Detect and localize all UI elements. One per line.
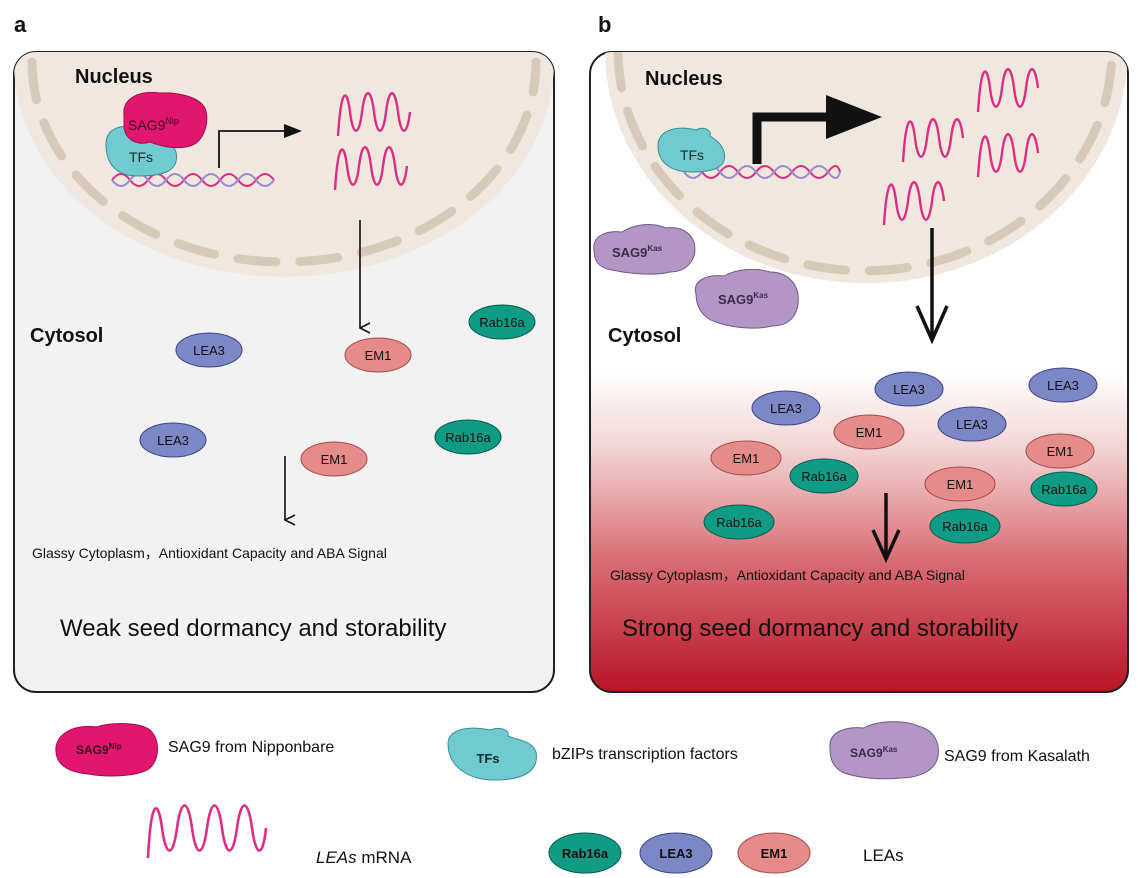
effect-arrow-strong <box>871 493 901 564</box>
lea3-protein: LEA3 <box>751 390 821 426</box>
svg-text:LEA3: LEA3 <box>893 382 925 397</box>
mrna-icon <box>146 804 268 859</box>
sag9-nip-label: SAG9Nip <box>128 116 179 133</box>
panel-b-cytosol-label: Cytosol <box>608 325 681 347</box>
svg-text:EM1: EM1 <box>856 425 883 440</box>
tfs-icon <box>447 727 537 781</box>
legend-mrna-label: LEAs mRNA <box>316 848 412 867</box>
transcription-arrow-strong <box>752 112 830 164</box>
legend-leas-label: LEAs <box>863 846 904 865</box>
svg-text:LEA3: LEA3 <box>956 417 988 432</box>
em1-icon: EM1 <box>737 832 811 874</box>
svg-text:LEA3: LEA3 <box>193 343 225 358</box>
mrna-icon <box>901 118 965 163</box>
em1-protein: EM1 <box>344 337 412 373</box>
em1-protein: EM1 <box>710 440 782 476</box>
svg-text:EM1: EM1 <box>947 477 974 492</box>
svg-text:EM1: EM1 <box>321 452 348 467</box>
rab16a-protein: Rab16a <box>789 458 859 494</box>
rab16a-icon: Rab16a <box>548 832 622 874</box>
sag9-kas-icon <box>829 721 939 780</box>
em1-protein: EM1 <box>924 466 996 502</box>
tfs-protein-icon: TFs <box>657 127 726 173</box>
lea3-protein: LEA3 <box>1028 367 1098 403</box>
legend-sag9-nip: SAG9Nip SAG9 from Nipponbare <box>55 723 334 777</box>
lea3-protein: LEA3 <box>139 422 207 458</box>
legend-tfs-label: bZIPs transcription factors <box>552 746 738 763</box>
legend-leas: Rab16a LEA3 EM1 LEAs <box>548 832 904 874</box>
svg-text:Rab16a: Rab16a <box>716 515 762 530</box>
legend-tfs: TFs bZIPs transcription factors <box>447 727 738 781</box>
rab16a-protein: Rab16a <box>929 508 1001 544</box>
mrna-icon <box>976 133 1040 178</box>
svg-text:LEA3: LEA3 <box>770 401 802 416</box>
em1-protein: EM1 <box>833 414 905 450</box>
panel-a-cytosol-label: Cytosol <box>30 325 103 347</box>
panel-b-nucleus-label: Nucleus <box>645 68 723 90</box>
svg-text:Rab16a: Rab16a <box>942 519 988 534</box>
panel-a: a Nucleus Cytosol TFs SAG9Nip <box>13 12 555 693</box>
sag9-kas-label: SAG9Kas <box>612 244 663 260</box>
legend-sag9-kas-label: SAG9 from Kasalath <box>944 748 1090 765</box>
em1-protein: EM1 <box>1025 433 1095 469</box>
lea3-protein: LEA3 <box>175 332 243 368</box>
lea3-protein: LEA3 <box>937 406 1007 442</box>
mrna-icon <box>336 92 412 137</box>
svg-text:EM1: EM1 <box>761 846 788 861</box>
rab16a-protein: Rab16a <box>1030 471 1098 507</box>
svg-text:SAG9Kas: SAG9Kas <box>850 745 898 760</box>
svg-text:SAG9Nip: SAG9Nip <box>76 742 122 757</box>
panel-b-process-text: Glassy Cytoplasm，Antioxidant Capacity an… <box>610 567 965 583</box>
panel-a-process-text: Glassy Cytoplasm，Antioxidant Capacity an… <box>32 545 387 561</box>
legend-mrna: LEAs mRNA <box>146 804 412 867</box>
sag9-kas-label: SAG9Kas <box>718 291 769 307</box>
panel-a-nucleus-label: Nucleus <box>75 66 153 88</box>
mrna-group-a <box>333 92 412 191</box>
legend: SAG9Nip SAG9 from Nipponbare TFs bZIPs t… <box>55 721 1090 874</box>
lea3-icon: LEA3 <box>639 832 713 874</box>
rab16a-protein: Rab16a <box>703 504 775 540</box>
svg-text:EM1: EM1 <box>365 348 392 363</box>
svg-text:LEA3: LEA3 <box>157 433 189 448</box>
mrna-icon <box>333 146 409 191</box>
tfs-label: TFs <box>129 149 153 165</box>
svg-text:EM1: EM1 <box>1047 444 1074 459</box>
rab16a-protein: Rab16a <box>468 304 536 340</box>
svg-text:Rab16a: Rab16a <box>479 315 525 330</box>
rab16a-protein: Rab16a <box>434 419 502 455</box>
lea3-protein: LEA3 <box>874 371 944 407</box>
svg-text:Rab16a: Rab16a <box>801 469 847 484</box>
svg-text:LEA3: LEA3 <box>1047 378 1079 393</box>
panel-b-nucleus <box>590 52 1128 284</box>
sag9-kas-protein-icon: SAG9Kas <box>694 268 799 329</box>
transcription-arrow-weak <box>218 130 292 168</box>
svg-text:TFs: TFs <box>476 751 499 766</box>
panel-a-letter: a <box>14 12 27 37</box>
svg-text:EM1: EM1 <box>733 451 760 466</box>
svg-text:LEA3: LEA3 <box>659 846 692 861</box>
panel-a-outcome: Weak seed dormancy and storability <box>60 615 446 642</box>
transcription-arrowhead <box>826 95 882 139</box>
em1-protein: EM1 <box>300 441 368 477</box>
panel-b-letter: b <box>598 12 611 37</box>
legend-sag9-nip-label: SAG9 from Nipponbare <box>168 739 334 756</box>
transcription-arrowhead <box>284 124 302 138</box>
tfs-label: TFs <box>680 147 704 163</box>
panel-b-outcome: Strong seed dormancy and storability <box>622 615 1018 642</box>
sag9-nip-protein-icon: SAG9Nip <box>123 91 208 149</box>
svg-text:Rab16a: Rab16a <box>445 430 491 445</box>
legend-sag9-kas: SAG9Kas SAG9 from Kasalath <box>829 721 1090 780</box>
mrna-icon <box>882 181 946 226</box>
sag9-nip-icon <box>55 723 158 777</box>
translation-arrow-strong <box>915 228 949 345</box>
panel-b: b Nucleus Cytosol TFs SA <box>589 12 1129 693</box>
mrna-icon <box>976 68 1040 113</box>
mrna-group-b <box>882 68 1040 226</box>
svg-text:Rab16a: Rab16a <box>1041 482 1087 497</box>
svg-text:Rab16a: Rab16a <box>562 846 609 861</box>
sag9-kas-protein-icon: SAG9Kas <box>593 224 696 275</box>
